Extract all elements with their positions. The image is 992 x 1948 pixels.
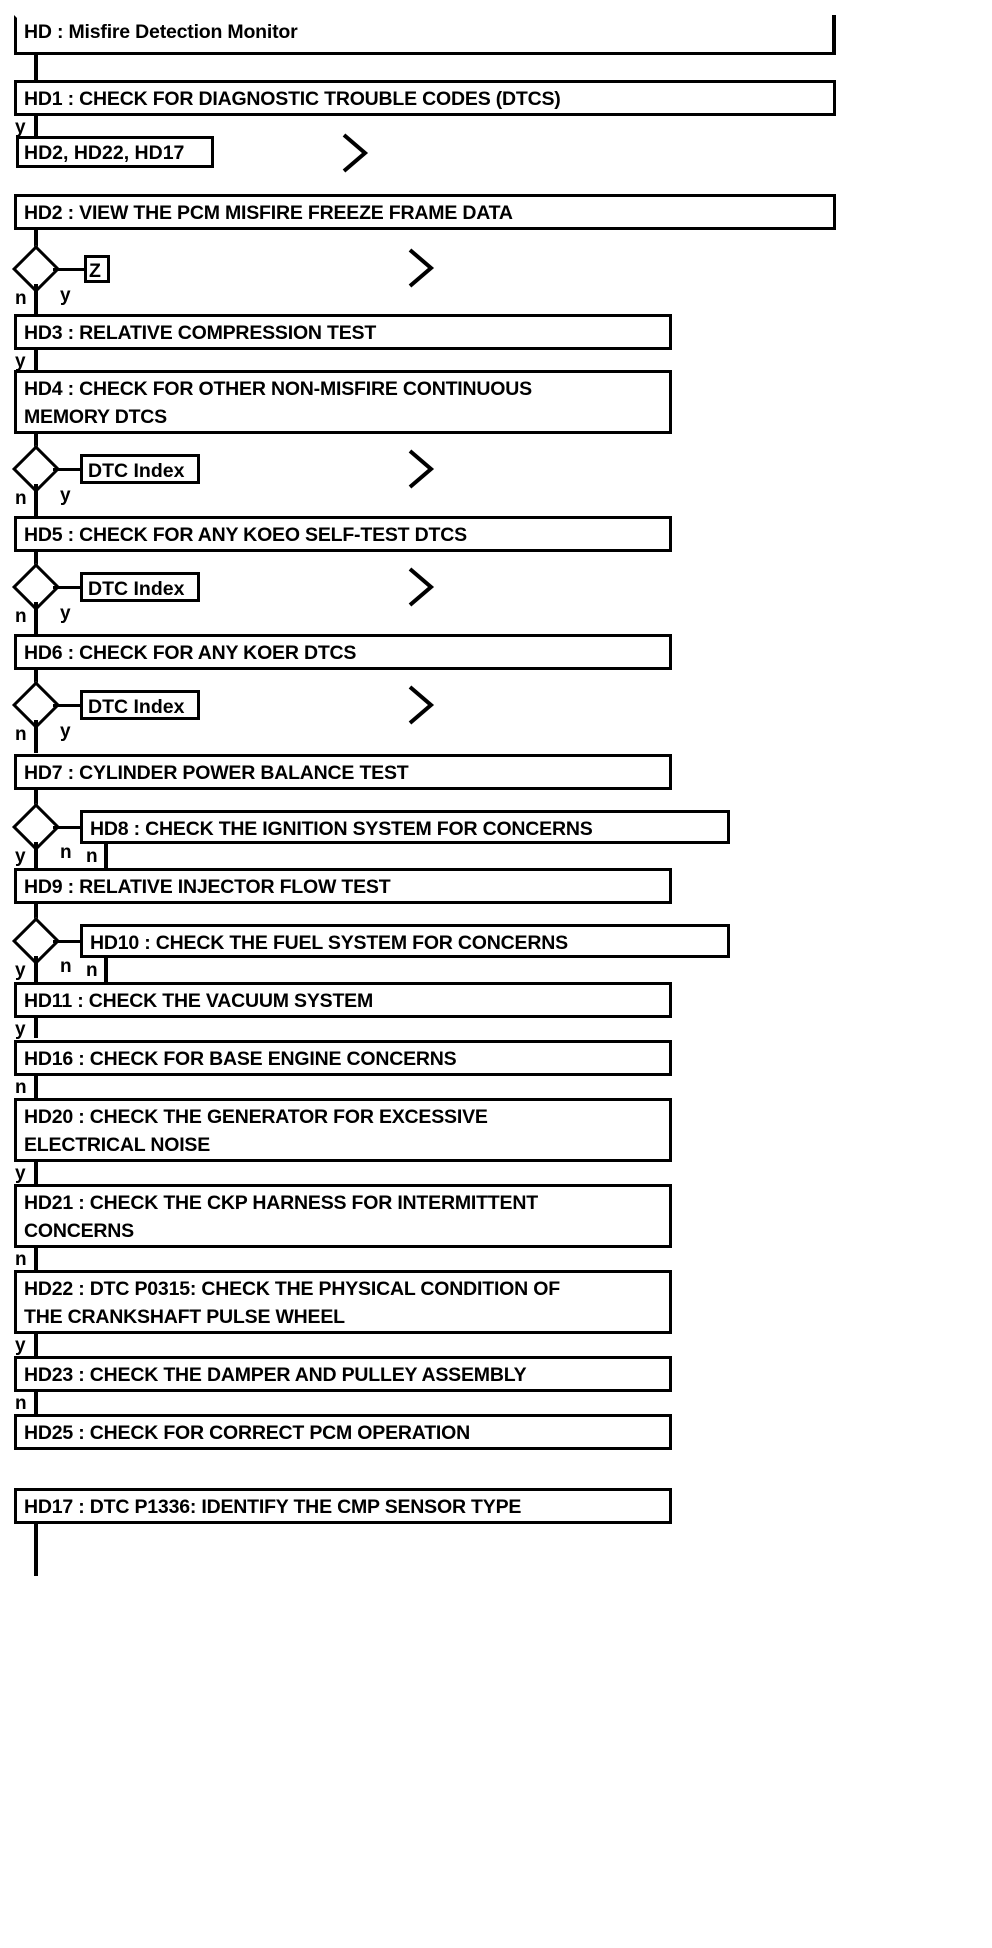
- off-page-connector-icon-4: [404, 564, 438, 610]
- edge-label-hd16-no: n: [15, 1077, 27, 1098]
- node-hd20[interactable]: HD20 : CHECK THE GENERATOR FOR EXCESSIVE…: [14, 1098, 672, 1162]
- edge-hd8-down: [104, 844, 108, 870]
- node-hd1[interactable]: HD1 : CHECK FOR DIAGNOSTIC TROUBLE CODES…: [14, 80, 836, 116]
- edge-hd10-down: [104, 958, 108, 984]
- edge-label-hd3-yes: y: [15, 351, 26, 372]
- edge-hd6-no-line: [34, 720, 38, 753]
- tag-dtc-index-1[interactable]: DTC Index: [80, 454, 200, 484]
- edge-hd1-out: [34, 116, 38, 138]
- edge-hd2-no-line: [34, 284, 38, 316]
- edge-hd7-no-line: [53, 826, 83, 829]
- edge-label-hd1-yes: y: [15, 117, 26, 138]
- edge-label-hd9-no: n: [60, 956, 72, 977]
- edge-label-hd11-yes: y: [15, 1019, 26, 1040]
- tag-hd1-targets[interactable]: HD2, HD22, HD17: [16, 136, 214, 168]
- node-hd21[interactable]: HD21 : CHECK THE CKP HARNESS FOR INTERMI…: [14, 1184, 672, 1248]
- node-hd23[interactable]: HD23 : CHECK THE DAMPER AND PULLEY ASSEM…: [14, 1356, 672, 1392]
- edge-label-hd20-yes: y: [15, 1163, 26, 1184]
- edge-hd23-hd25: [34, 1392, 38, 1414]
- node-hd10[interactable]: HD10 : CHECK THE FUEL SYSTEM FOR CONCERN…: [80, 924, 730, 958]
- edge-hd4-yes-line: [53, 468, 83, 471]
- node-hd4[interactable]: HD4 : CHECK FOR OTHER NON-MISFIRE CONTIN…: [14, 370, 672, 434]
- tag-dtc-index-3[interactable]: DTC Index: [80, 690, 200, 720]
- node-hd3[interactable]: HD3 : RELATIVE COMPRESSION TEST: [14, 314, 672, 350]
- node-hd6[interactable]: HD6 : CHECK FOR ANY KOER DTCS: [14, 634, 672, 670]
- node-hd9[interactable]: HD9 : RELATIVE INJECTOR FLOW TEST: [14, 868, 672, 904]
- edge-hd20-hd21: [34, 1162, 38, 1184]
- edge-label-hd7-no: n: [60, 842, 72, 863]
- tag-z[interactable]: Z: [84, 255, 110, 283]
- edge-label-hd2-yes: y: [60, 285, 71, 306]
- off-page-connector-icon-1: [338, 130, 372, 176]
- edge-hd6-stem: [34, 670, 38, 690]
- edge-hd6-yes-line: [53, 704, 83, 707]
- edge-hd4-stem: [34, 434, 38, 454]
- edge-label-hd6-yes: y: [60, 721, 71, 742]
- edge-hd9-no-line: [53, 940, 83, 943]
- edge-label-hd22-yes: y: [15, 1335, 26, 1356]
- node-hd7[interactable]: HD7 : CYLINDER POWER BALANCE TEST: [14, 754, 672, 790]
- edge-label-hd5-yes: y: [60, 603, 71, 624]
- off-page-connector-icon-2: [404, 245, 438, 291]
- edge-hd16-hd20: [34, 1076, 38, 1098]
- node-hd22[interactable]: HD22 : DTC P0315: CHECK THE PHYSICAL CON…: [14, 1270, 672, 1334]
- node-hd2[interactable]: HD2 : VIEW THE PCM MISFIRE FREEZE FRAME …: [14, 194, 836, 230]
- edge-hd7-yes-line: [34, 842, 38, 870]
- edge-hd5-yes-line: [53, 586, 83, 589]
- off-page-connector-icon-5: [404, 682, 438, 728]
- edge-label-hd23-no: n: [15, 1393, 27, 1414]
- edge-label-hd21-no: n: [15, 1249, 27, 1270]
- edge-label-hd4-yes: y: [60, 485, 71, 506]
- edge-label-hd5-no: n: [15, 606, 27, 627]
- edge-hd21-hd22: [34, 1248, 38, 1270]
- tag-dtc-index-2[interactable]: DTC Index: [80, 572, 200, 602]
- edge-hd9-yes-line: [34, 956, 38, 984]
- node-hd-title[interactable]: HD : Misfire Detection Monitor: [14, 15, 836, 55]
- title-box-right-rail: [832, 15, 836, 55]
- node-hd16[interactable]: HD16 : CHECK FOR BASE ENGINE CONCERNS: [14, 1040, 672, 1076]
- node-hd5[interactable]: HD5 : CHECK FOR ANY KOEO SELF-TEST DTCS: [14, 516, 672, 552]
- edge-label-hd7-yes: y: [15, 846, 26, 867]
- node-hd11[interactable]: HD11 : CHECK THE VACUUM SYSTEM: [14, 982, 672, 1018]
- edge-hd5-no-line: [34, 602, 38, 635]
- edge-hd-hd1: [34, 55, 38, 80]
- edge-hd7-stem: [34, 790, 38, 812]
- edge-label-hd9-yes: y: [15, 960, 26, 981]
- node-hd8[interactable]: HD8 : CHECK THE IGNITION SYSTEM FOR CONC…: [80, 810, 730, 844]
- node-hd17[interactable]: HD17 : DTC P1336: IDENTIFY THE CMP SENSO…: [14, 1488, 672, 1524]
- edge-hd2-yes-line: [53, 268, 86, 271]
- edge-label-hd6-no: n: [15, 724, 27, 745]
- edge-hd17-out: [34, 1524, 38, 1576]
- edge-label-hd10-no: n: [86, 960, 98, 981]
- edge-label-hd8-no: n: [86, 846, 98, 867]
- node-hd25[interactable]: HD25 : CHECK FOR CORRECT PCM OPERATION: [14, 1414, 672, 1450]
- edge-hd4-no-line: [34, 484, 38, 517]
- edge-hd9-stem: [34, 904, 38, 926]
- edge-hd5-stem: [34, 552, 38, 572]
- edge-hd22-hd23: [34, 1334, 38, 1356]
- edge-hd3-hd4: [34, 350, 38, 370]
- edge-label-hd4-no: n: [15, 488, 27, 509]
- edge-hd11-hd16: [34, 1018, 38, 1038]
- edge-hd2-stem: [34, 230, 38, 254]
- off-page-connector-icon-3: [404, 446, 438, 492]
- edge-label-hd2-no: n: [15, 288, 27, 309]
